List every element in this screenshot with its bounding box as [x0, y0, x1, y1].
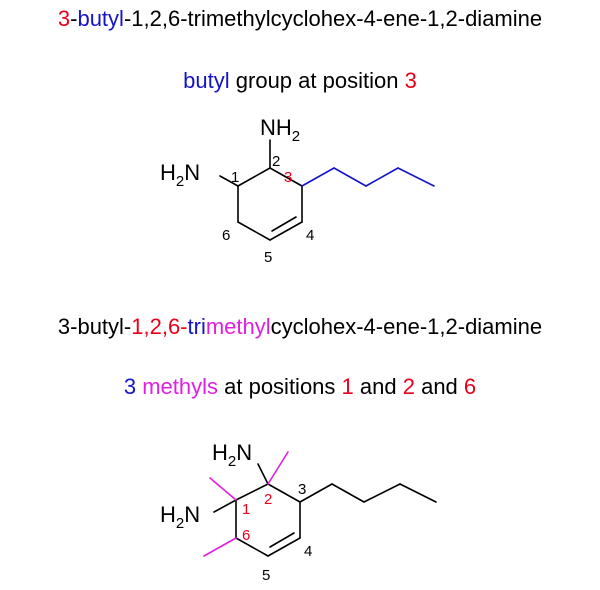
name2-prefix: 3-butyl-: [57, 314, 132, 339]
caption2-count: 3: [123, 374, 137, 399]
compound-name-1: 3-butyl-1,2,6-trimethylcyclohex-4-ene-1,…: [0, 6, 600, 32]
mol1-locant-6: 6: [222, 227, 230, 244]
mol2-bond-c4-c5: [267, 537, 301, 557]
mol1-bond-c5-c6: [237, 221, 271, 241]
mol1-butyl-chain: [301, 167, 435, 187]
mol2-butyl-bond-3: [363, 483, 401, 503]
mol2-locant-1: 1: [242, 501, 250, 518]
caption2-methyls: methyls: [142, 374, 219, 399]
mol2-methyl-c1: [209, 477, 237, 501]
mol2-h2n-top: H2N: [212, 440, 252, 470]
molecule-1-locants: 1 2 3 4 5 6: [222, 153, 314, 266]
name2-rest: cyclohex-4-ene-1,2-diamine: [270, 314, 543, 339]
caption1-position: 3: [404, 68, 417, 93]
name2-locants: 1,2,6-: [131, 314, 188, 339]
mol2-locant-2: 2: [264, 491, 272, 508]
mol2-locant-3: 3: [298, 481, 306, 498]
mol1-nh2-top: NH2: [260, 115, 300, 145]
mol1-locant-4: 4: [306, 227, 314, 244]
mol2-bond-c1-n: [213, 499, 237, 513]
mol2-h2n-left: H2N: [160, 502, 200, 532]
mol1-h2n-left: H2N: [160, 160, 200, 190]
mol2-locant-4: 4: [304, 543, 312, 560]
name1-locant-3: 3: [57, 6, 71, 31]
mol2-bond-c4-c5-double: [269, 532, 295, 548]
mol2-methyl-c2: [267, 451, 289, 485]
mol2-bond-c5-c6: [235, 537, 269, 557]
mol2-methyl-c6: [203, 537, 237, 557]
mol2-methyl-groups: [203, 451, 289, 557]
caption2-pos1: 1: [341, 374, 354, 399]
mol2-butyl-bond-1: [299, 483, 333, 503]
mol1-bond-c4-c5: [269, 221, 303, 241]
caption2-and1: and: [353, 374, 403, 399]
mol1-locant-2: 2: [272, 153, 280, 170]
mol2-bond-c2-c3: [267, 483, 301, 503]
mol1-locant-3: 3: [284, 169, 292, 186]
caption1-middle: group at position: [229, 68, 405, 93]
mol2-bond-c1-c2: [235, 483, 269, 501]
caption2-pos2: 2: [402, 374, 415, 399]
mol2-butyl-bond-4: [399, 483, 437, 503]
mol1-butyl-bond-2: [333, 167, 367, 187]
mol1-locant-1: 1: [231, 169, 239, 186]
caption-methyl-positions: 3 methyls at positions 1 and 2 and 6: [0, 374, 600, 400]
molecule-2-labels: H2N H2N: [160, 440, 252, 532]
name1-rest: -1,2,6-trimethylcyclohex-4-ene-1,2-diami…: [123, 6, 543, 31]
molecule-2-locants: 1 2 3 4 5 6: [242, 481, 312, 584]
mol2-locant-6: 6: [242, 527, 250, 544]
mol1-locant-5: 5: [264, 249, 272, 266]
mol2-butyl-bond-2: [331, 483, 365, 503]
mol2-locant-5: 5: [262, 567, 270, 584]
mol1-bond-c2-c3: [269, 167, 303, 187]
name1-butyl: butyl: [77, 6, 124, 31]
mol1-bond-c1-c2: [237, 167, 271, 187]
caption1-butyl: butyl: [183, 68, 230, 93]
name1-dash: -: [70, 6, 78, 31]
caption2-and2: and: [414, 374, 464, 399]
caption2-at: at positions: [218, 374, 342, 399]
caption-butyl-position: butyl group at position 3: [0, 68, 600, 94]
molecule-1: [219, 139, 435, 241]
molecule-1-labels: NH2 H2N: [160, 115, 300, 190]
caption2-pos6: 6: [463, 374, 477, 399]
mol1-butyl-bond-1: [301, 167, 335, 187]
mol1-bond-c1-n: [219, 175, 239, 187]
mol1-bond-c4-c5-double: [271, 216, 297, 232]
name2-tri: tri: [187, 314, 206, 339]
mol1-butyl-bond-3: [365, 167, 399, 187]
molecule-2: [203, 451, 437, 557]
name2-methyl: methyl: [205, 314, 271, 339]
mol2-bond-c2-n: [257, 463, 269, 485]
compound-name-2: 3-butyl-1,2,6-trimethylcyclohex-4-ene-1,…: [0, 314, 600, 340]
mol1-butyl-bond-4: [397, 167, 435, 187]
